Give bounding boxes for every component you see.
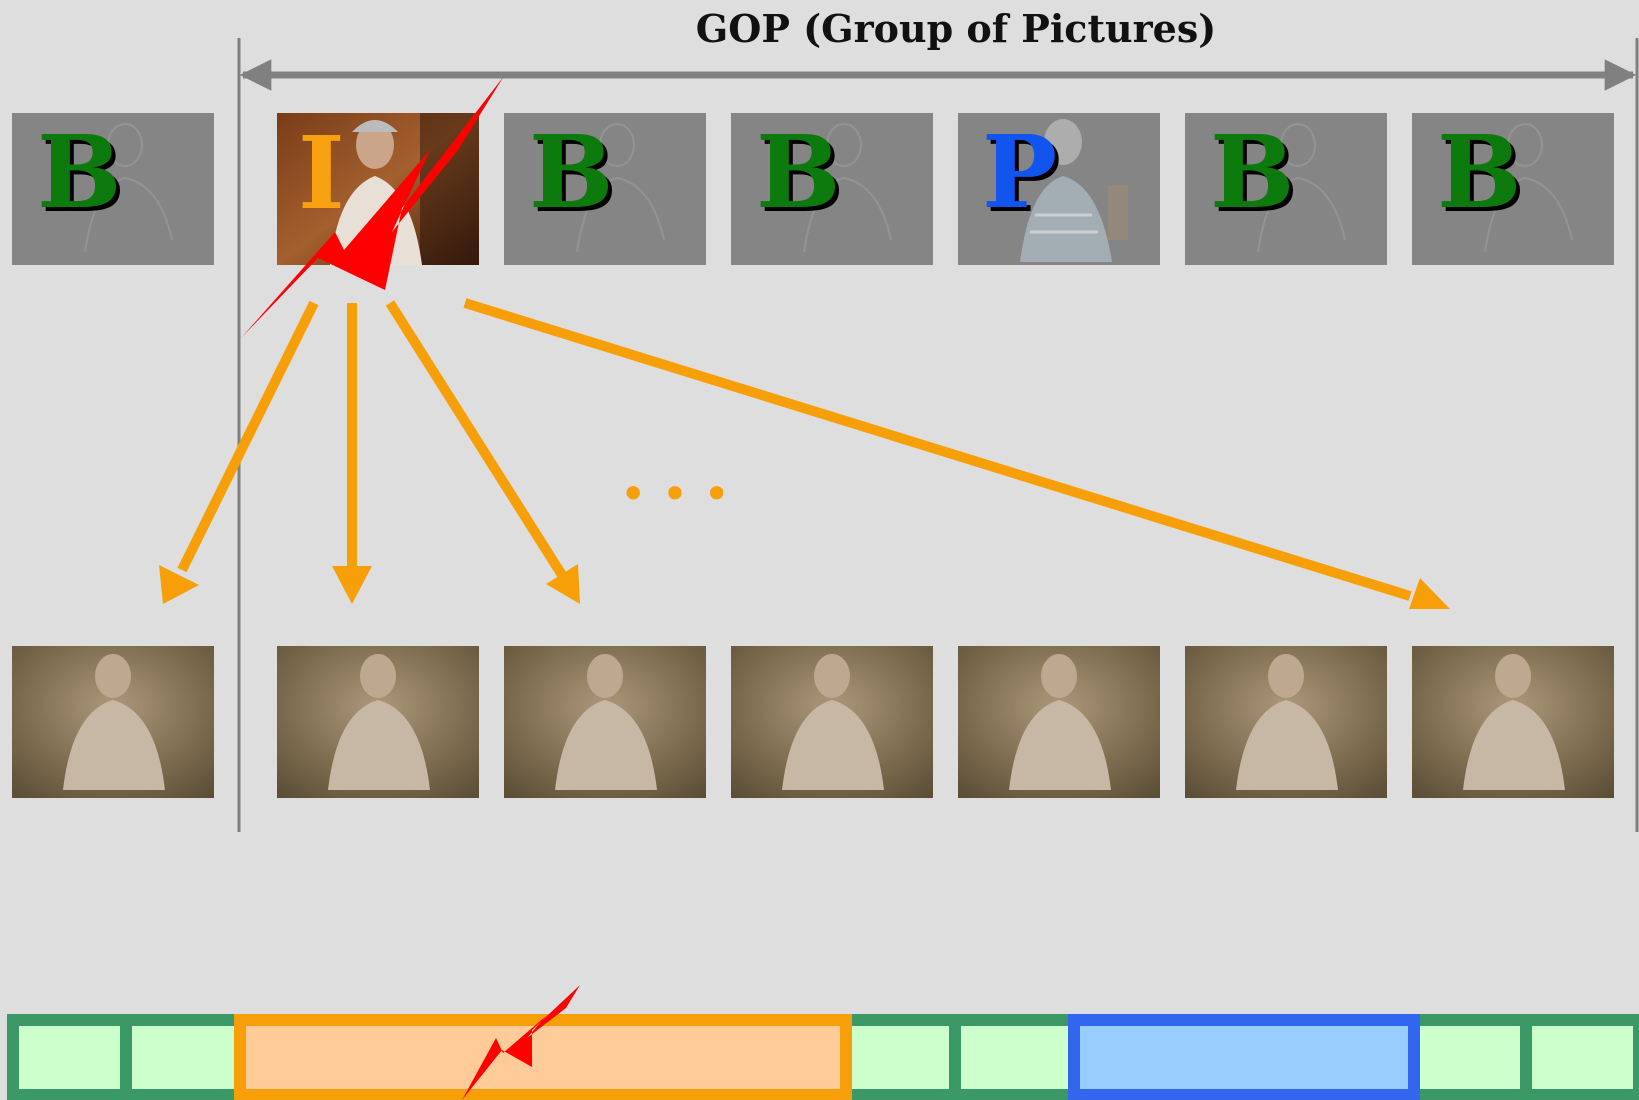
frame-letter-p: P [982, 113, 1057, 231]
bitstream-segment-b [1526, 1020, 1639, 1095]
frame-letter-i: I [298, 114, 345, 232]
bitstream [13, 985, 1639, 1100]
bitstream-segment-p [1074, 1020, 1414, 1095]
decoded-frame [731, 646, 933, 798]
frame-letter-b: B [529, 113, 614, 231]
bitstream-segment-b [846, 1020, 955, 1095]
frame-letter-b: B [1437, 113, 1522, 231]
propagation-arrow [465, 303, 1450, 609]
bitstream-segment-b [13, 1020, 126, 1095]
frame-letter-b: B [37, 113, 122, 231]
decoded-frame [277, 646, 479, 798]
frame-b: B B [1412, 113, 1614, 265]
frame-letter-b: B [1210, 113, 1295, 231]
bitstream-segment-i [240, 1020, 846, 1095]
bitstream-segment-b [1414, 1020, 1526, 1095]
frame-b: B B [1185, 113, 1387, 265]
frame-b-previous: B B [12, 113, 214, 265]
frame-p: P P [958, 113, 1160, 265]
decoded-frame [1185, 646, 1387, 798]
error-propagation-arrows [159, 303, 1450, 609]
frame-b: B B [731, 113, 933, 265]
decoded-frame [12, 646, 214, 798]
bitstream-segment-b [955, 1020, 1074, 1095]
decoded-frame [504, 646, 706, 798]
decoded-frame [958, 646, 1160, 798]
frame-letter-b: B [756, 113, 841, 231]
propagation-arrow [332, 303, 372, 604]
decoded-frame-row [12, 646, 1614, 798]
propagation-arrow [159, 303, 314, 604]
bitstream-segment-b [126, 1020, 240, 1095]
ellipsis: • • • [620, 467, 731, 521]
propagation-arrow [390, 303, 580, 604]
frame-b: B B [504, 113, 706, 265]
gop-label: GOP (Group of Pictures) [696, 6, 1216, 51]
decoded-frame [1412, 646, 1614, 798]
encoded-frame-row: B B I B B [12, 113, 1614, 265]
